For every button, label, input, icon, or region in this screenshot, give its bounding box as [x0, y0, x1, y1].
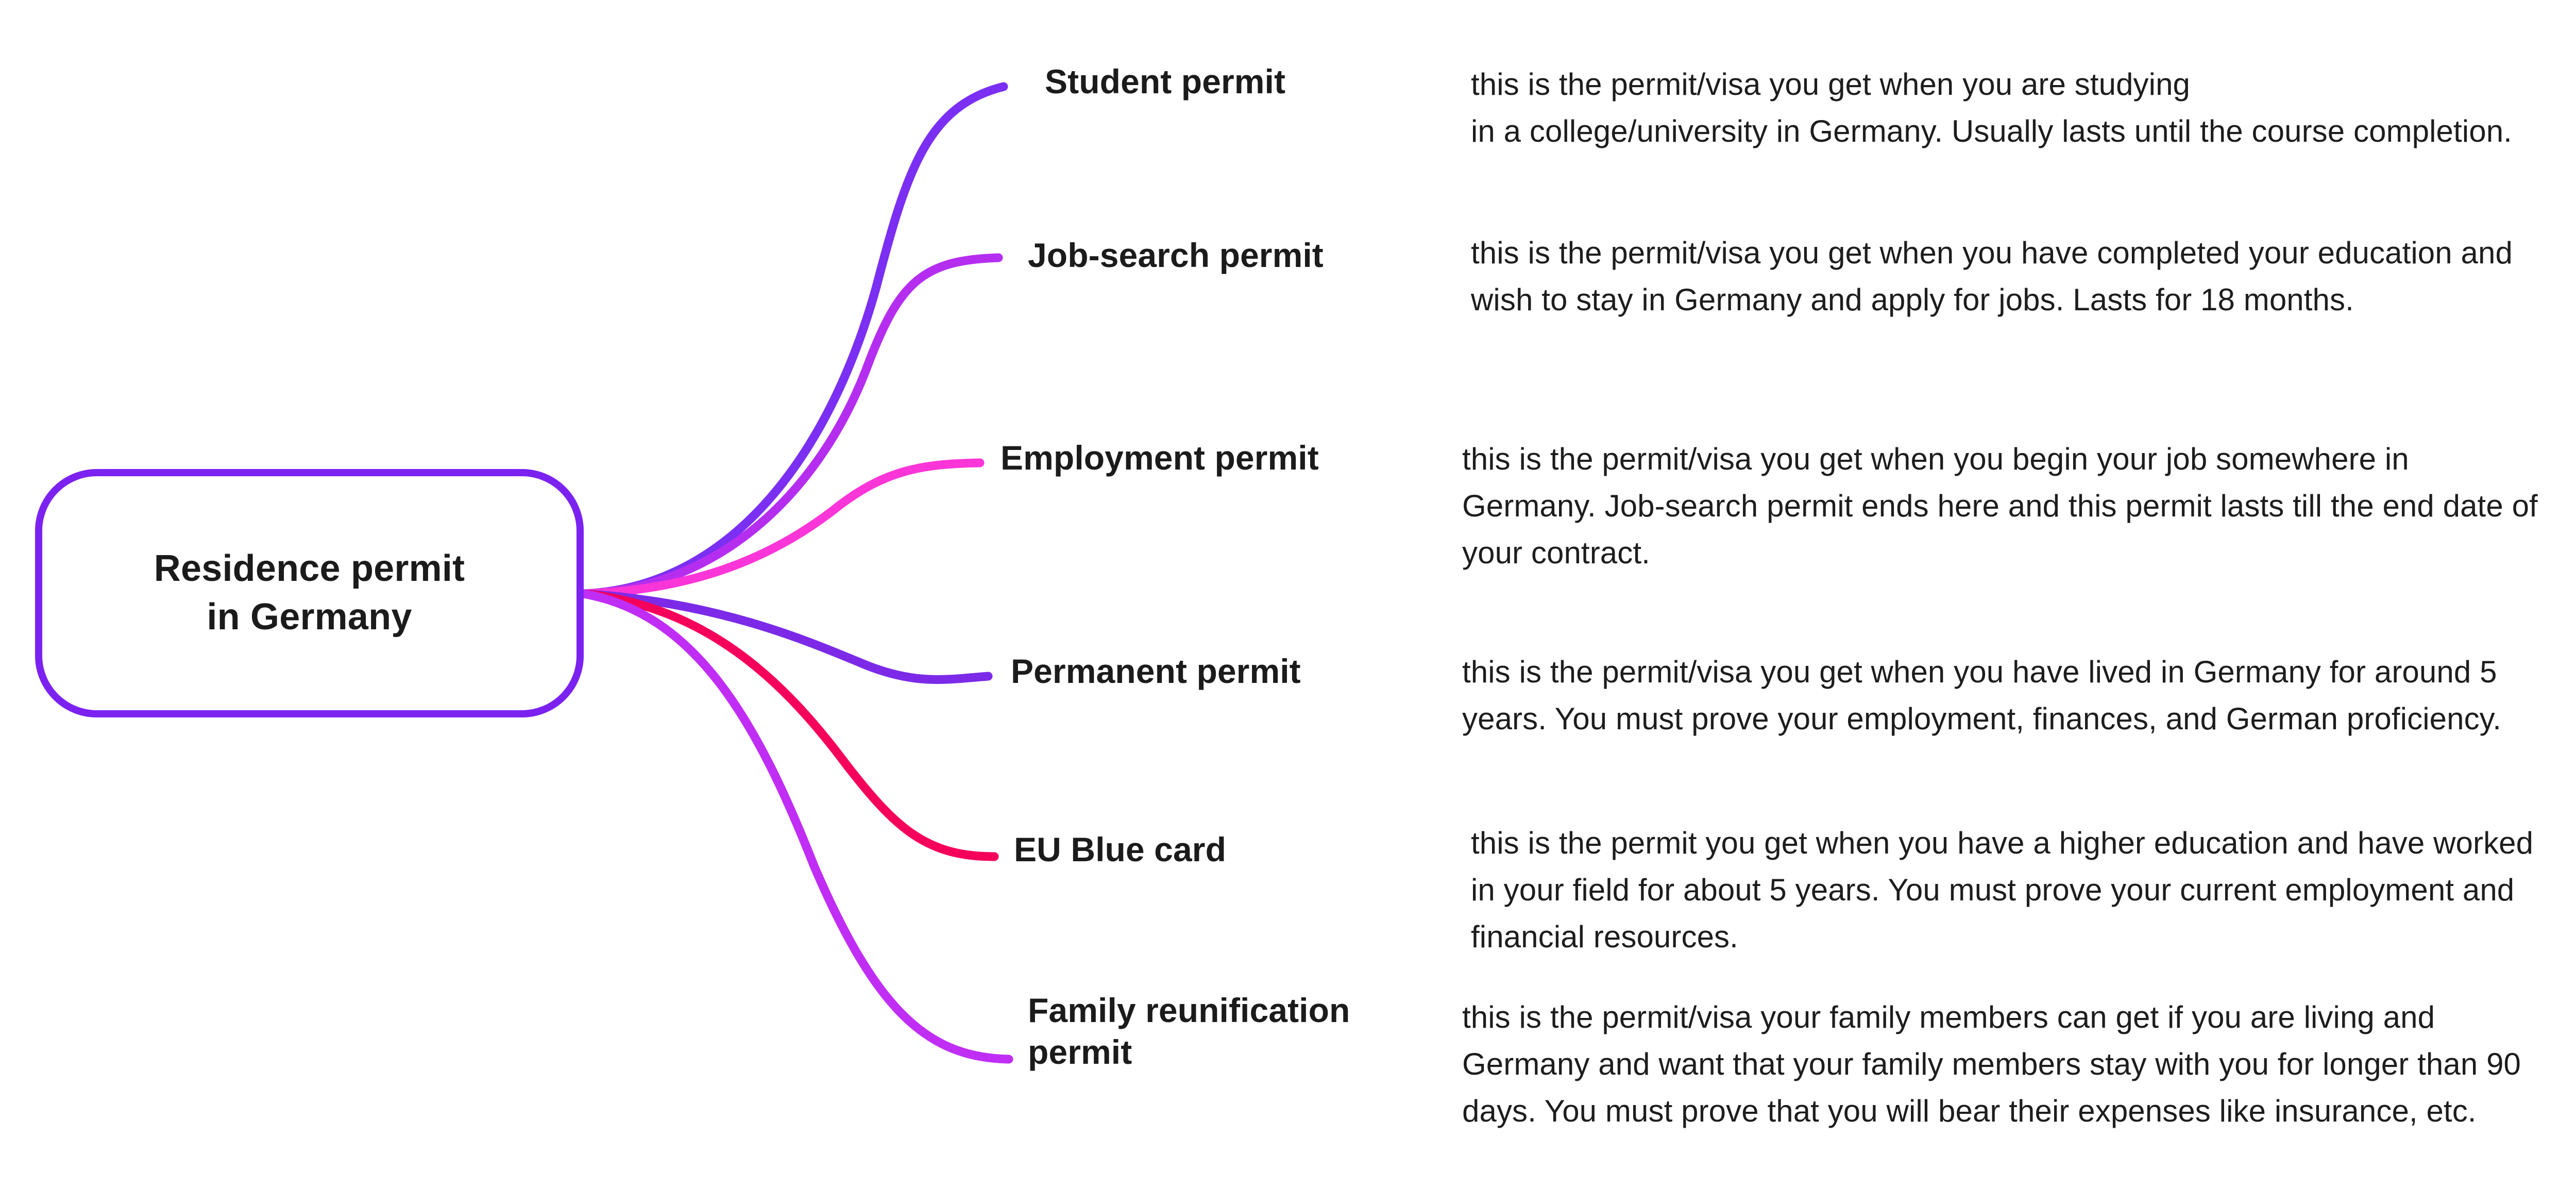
branch-label-permanent-permit[interactable]: Permanent permit [1011, 652, 1301, 690]
root-node-line-2: in Germany [207, 596, 412, 638]
root-node[interactable]: Residence permit in Germany [35, 469, 584, 717]
branch-label-eu-blue-card[interactable]: EU Blue card [1014, 830, 1226, 868]
branch-label-family-reunification-permit[interactable]: Family reunification permit [1028, 991, 1350, 1071]
branch-curve-family-reunification-permit [579, 589, 1013, 1064]
branch-label-employment-permit[interactable]: Employment permit [1001, 439, 1319, 477]
branch-curve-job-search-permit [579, 253, 1003, 598]
branch-curve-permanent-permit [579, 589, 993, 684]
branch-description-employment-permit: this is the permit/visa you get when you… [1462, 442, 2538, 571]
branch-description-job-search-permit: this is the permit/visa you get when you… [1471, 236, 2513, 317]
branch-curve-student-permit [579, 82, 1008, 598]
root-node-line-1: Residence permit [154, 548, 465, 590]
branch-description-eu-blue-card: this is the permit you get when you have… [1471, 826, 2534, 955]
branch-label-job-search-permit[interactable]: Job-search permit [1028, 236, 1324, 274]
branch-description-permanent-permit: this is the permit/visa you get when you… [1462, 655, 2502, 737]
branch-description-student-permit: this is the permit/visa you get when you… [1471, 67, 2512, 149]
branch-description-family-reunification-permit: this is the permit/visa your family memb… [1462, 1000, 2521, 1129]
branch-curve-employment-permit [579, 458, 985, 598]
branch-curve-eu-blue-card [579, 589, 999, 861]
branch-label-student-permit[interactable]: Student permit [1045, 62, 1286, 101]
